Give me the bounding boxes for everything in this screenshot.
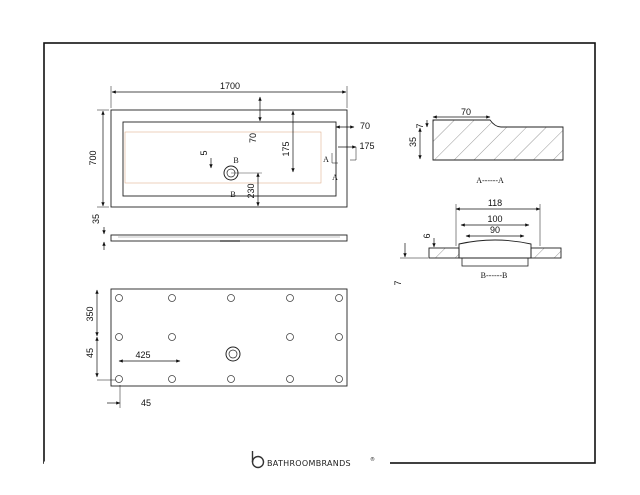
leader-line	[350, 147, 357, 161]
dim-bb-inner: 90	[490, 225, 500, 235]
dim-length: 1700	[220, 81, 240, 91]
section-a-mark	[331, 153, 338, 164]
support-foot	[335, 375, 343, 383]
tray-inner-outline	[122, 121, 337, 197]
dim-aa-width: 70	[461, 107, 471, 117]
dim-waste-right: 175	[359, 141, 374, 151]
dim-waste-top: 175	[281, 141, 291, 156]
side-view: 35	[91, 214, 348, 250]
dim-inner-top: 70	[248, 133, 258, 143]
support-foot	[286, 333, 294, 341]
section-a-label: A	[323, 155, 329, 164]
footer-brand: BATHROOMBRANDS ®	[44, 451, 390, 472]
support-foot	[286, 375, 294, 383]
section-bb-left-slab	[428, 247, 460, 259]
drawing-frame	[43, 42, 596, 464]
dim-row-spacing: 350	[85, 306, 95, 321]
underside-waste-inner	[228, 349, 238, 359]
top-view: 1700 700 70 175 230 5 70 175 A A B B	[88, 81, 375, 208]
support-foot	[168, 375, 176, 383]
underside-view: 350 45 425 45	[85, 288, 348, 408]
dim-aa-step: 7	[415, 123, 425, 128]
support-foot	[335, 294, 343, 302]
brand-mark: ®	[370, 456, 375, 463]
support-foot	[115, 375, 123, 383]
underside-waste-outer	[225, 346, 241, 362]
section-bb-title: B------B	[481, 271, 508, 280]
dim-inner-right: 70	[360, 121, 370, 131]
support-foot	[168, 333, 176, 341]
dim-bb-depth: 6	[422, 233, 432, 238]
footer-mask	[244, 454, 390, 472]
section-b-label: B	[233, 156, 238, 165]
section-bb-waste-body	[461, 257, 529, 267]
side-profile	[110, 234, 348, 242]
dim-bb-lower: 7	[393, 280, 403, 285]
support-foot	[227, 294, 235, 302]
dim-waste-x: 425	[135, 350, 150, 360]
b-logo-icon	[251, 451, 265, 469]
dim-width: 700	[88, 150, 98, 165]
section-aa-title: A------A	[476, 176, 504, 185]
tray-outline	[110, 109, 348, 208]
support-foot	[335, 333, 343, 341]
dim-waste-bottom: 230	[246, 183, 256, 198]
section-bb-waste	[458, 239, 532, 259]
section-bb-right-slab	[530, 247, 562, 259]
dim-edge-y: 45	[85, 348, 95, 358]
section-aa: 70 7 35 A------A	[408, 107, 564, 185]
section-b-label-2: B	[230, 190, 235, 199]
tray-basin	[124, 131, 322, 184]
support-foot	[115, 333, 123, 341]
dim-bb-outer: 118	[488, 198, 502, 208]
support-foot	[286, 294, 294, 302]
dim-edge-x: 45	[141, 398, 151, 408]
section-a-label-2: A	[332, 173, 338, 182]
underside-outline	[110, 288, 348, 387]
section-bb: 118 100 90 6 7 B------B	[393, 198, 562, 286]
section-aa-profile	[432, 119, 564, 161]
support-foot	[227, 375, 235, 383]
support-foot	[168, 294, 176, 302]
dim-waste-small: 5	[199, 150, 209, 155]
dim-aa-height: 35	[408, 137, 418, 147]
dim-height: 35	[91, 214, 101, 224]
dim-bb-middle: 100	[487, 214, 502, 224]
support-foot	[115, 294, 123, 302]
brand-name: BATHROOMBRANDS	[267, 459, 351, 468]
